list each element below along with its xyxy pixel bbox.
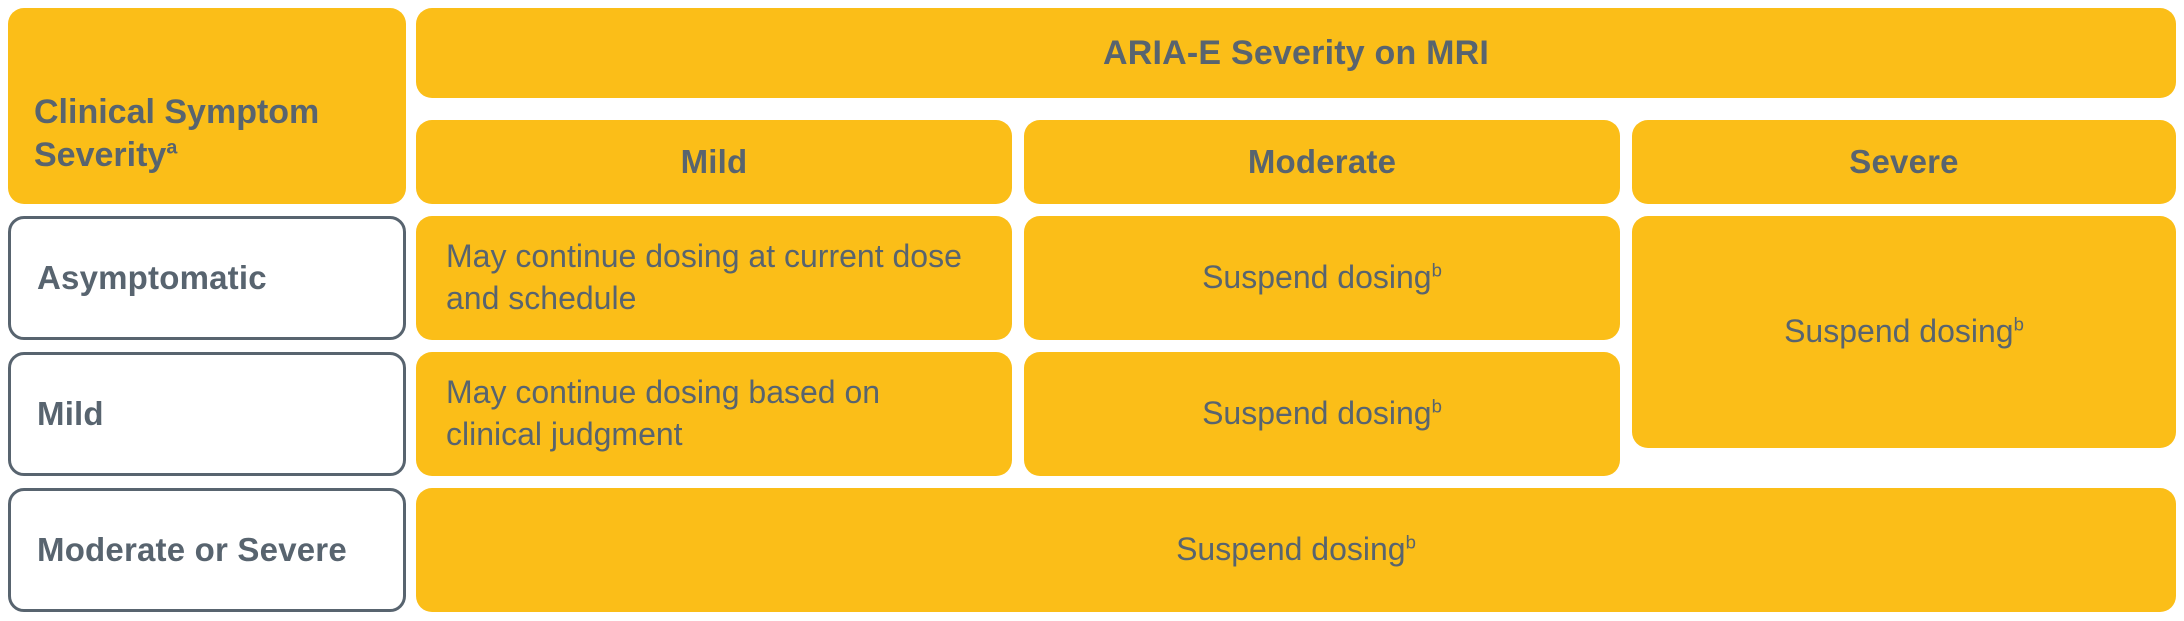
cell-asymptomatic-moderate-text: Suspend dosingb bbox=[1202, 259, 1442, 296]
column-header-mild: Mild bbox=[416, 120, 1012, 204]
column-group-header-cell: ARIA-E Severity on MRI bbox=[416, 8, 2176, 98]
cell-asymptomatic-mild: May continue dosing at current dose and … bbox=[416, 216, 1012, 340]
column-header-moderate-label: Moderate bbox=[1247, 143, 1397, 180]
stub-header-footnote-marker: a bbox=[166, 137, 178, 160]
column-group-header-label: ARIA-E Severity on MRI bbox=[1102, 33, 1490, 72]
column-header-mild-label: Mild bbox=[680, 143, 748, 180]
footnote-marker-b: b bbox=[2013, 313, 2024, 335]
row-label-asymptomatic-text: Asymptomatic bbox=[37, 259, 267, 296]
cell-severe-merged-text: Suspend dosingb bbox=[1784, 313, 2024, 350]
row-label-moderate-or-severe: Moderate or Severe bbox=[8, 488, 406, 612]
cell-asymptomatic-moderate: Suspend dosingb bbox=[1024, 216, 1620, 340]
row-label-asymptomatic: Asymptomatic bbox=[8, 216, 406, 340]
row-label-mild: Mild bbox=[8, 352, 406, 476]
stub-header-label: Clinical Symptom Severitya bbox=[34, 92, 320, 175]
cell-mild-mild: May continue dosing based on clinical ju… bbox=[416, 352, 1012, 476]
footnote-marker-b: b bbox=[1405, 531, 1416, 553]
cell-mild-moderate-text: Suspend dosingb bbox=[1202, 395, 1442, 432]
row-label-mild-text: Mild bbox=[37, 395, 104, 432]
stub-header-cell: Clinical Symptom Severitya bbox=[8, 8, 406, 204]
column-header-moderate: Moderate bbox=[1024, 120, 1620, 204]
footnote-marker-b: b bbox=[1431, 259, 1442, 281]
cell-moderate-or-severe-all-columns: Suspend dosingb bbox=[416, 488, 2176, 612]
cell-mild-mild-text: May continue dosing based on clinical ju… bbox=[446, 374, 881, 452]
cell-mild-moderate: Suspend dosingb bbox=[1024, 352, 1620, 476]
column-header-severe: Severe bbox=[1632, 120, 2176, 204]
footnote-marker-b: b bbox=[1431, 395, 1442, 417]
column-header-severe-label: Severe bbox=[1849, 143, 1959, 180]
cell-severe-merged: Suspend dosingb bbox=[1632, 216, 2176, 448]
row-label-moderate-or-severe-text: Moderate or Severe bbox=[37, 531, 347, 568]
cell-asymptomatic-mild-text: May continue dosing at current dose and … bbox=[446, 238, 962, 316]
cell-moderate-or-severe-all-columns-text: Suspend dosingb bbox=[1176, 531, 1416, 568]
